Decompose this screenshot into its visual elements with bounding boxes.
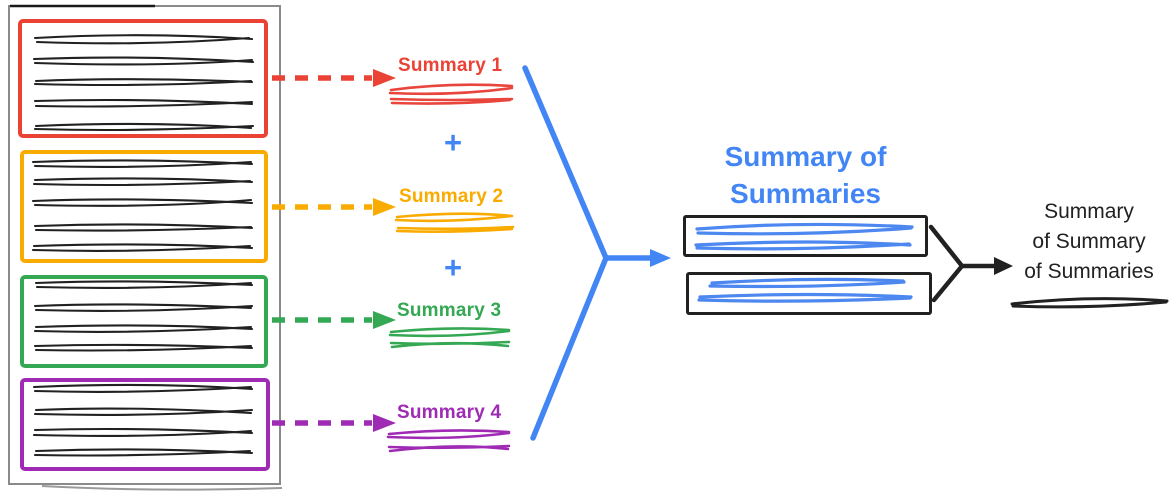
summary-1-label: Summary 1	[398, 55, 503, 76]
document-1-box	[18, 19, 268, 138]
summary-of-summaries-box-1	[683, 215, 928, 257]
document-2-to-summary-arrow	[272, 198, 396, 216]
plus-operator-1: +	[444, 125, 463, 160]
summary-4-scribble	[386, 429, 511, 453]
summary-1-scribble	[388, 83, 514, 105]
document-3-to-summary-arrow	[272, 311, 396, 329]
summary-of-summaries-box-2	[686, 272, 932, 315]
summary-4-label: Summary 4	[397, 402, 502, 423]
summary-of-summaries-title: Summary of Summaries	[724, 141, 887, 209]
summary-2-scribble	[394, 212, 515, 233]
document-3-box	[20, 275, 268, 368]
document-2-box	[20, 150, 268, 263]
plus-operator-2: +	[444, 250, 463, 285]
final-merge-arrow	[928, 224, 1013, 303]
final-summary-title: Summary of Summary of Summaries	[1024, 200, 1154, 283]
summaries-merge-arrow	[522, 65, 671, 441]
final-summary-scribble	[1010, 297, 1169, 309]
document-1-to-summary-arrow	[272, 69, 396, 87]
summary-2-label: Summary 2	[399, 186, 504, 207]
summary-3-scribble	[388, 327, 511, 349]
document-4-to-summary-arrow	[272, 414, 396, 432]
frame-shadow-stroke	[41, 485, 283, 491]
summary-3-label: Summary 3	[397, 300, 502, 321]
document-4-box	[20, 378, 270, 471]
